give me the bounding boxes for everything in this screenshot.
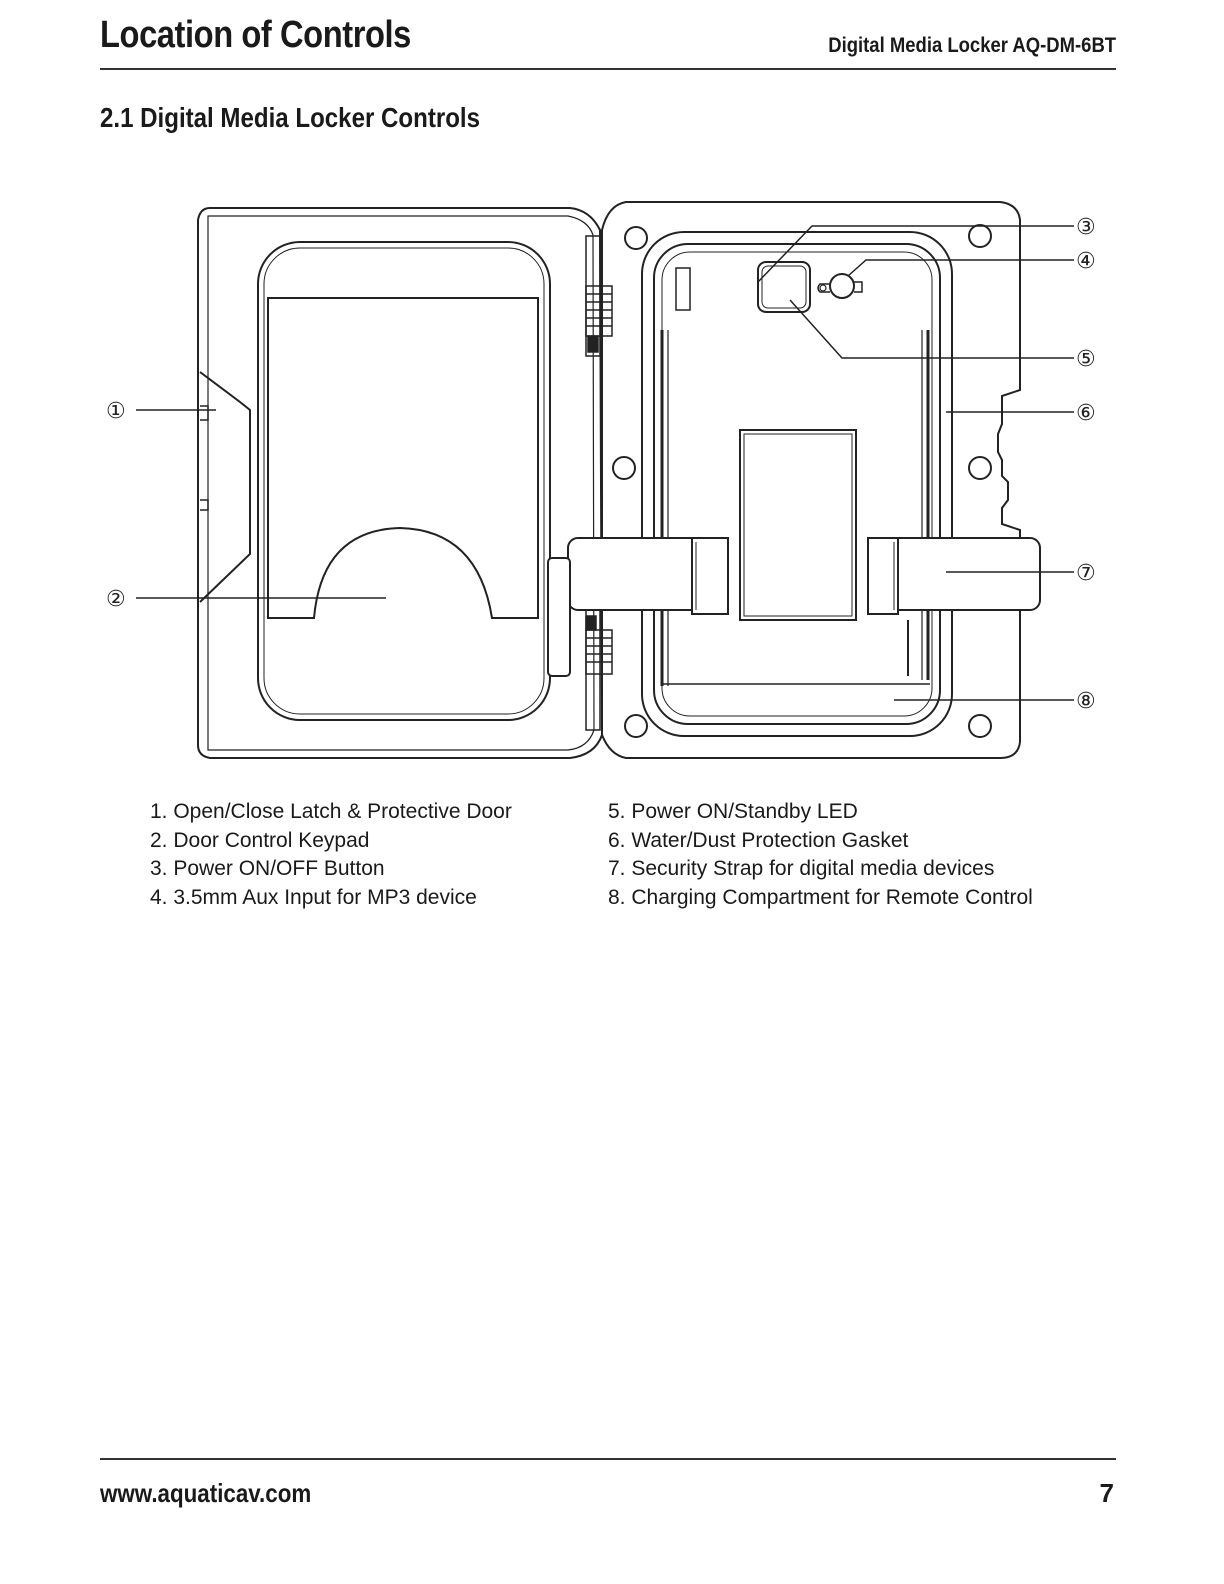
callout-4: ④ bbox=[1076, 249, 1096, 274]
latch-wedge bbox=[199, 371, 251, 603]
door-outline bbox=[197, 207, 604, 759]
screw-hole bbox=[624, 226, 648, 250]
callout-6: ⑥ bbox=[1076, 401, 1096, 426]
callout-3: ③ bbox=[1076, 215, 1096, 240]
legend-item: 7. Security Strap for digital media devi… bbox=[608, 857, 995, 880]
charging-compartment bbox=[739, 429, 857, 621]
screw-hole bbox=[968, 224, 992, 248]
gasket-inner bbox=[653, 243, 941, 725]
locker-diagram: ① ② ③ ④ ⑤ ⑥ ⑦ ⑧ bbox=[106, 201, 1096, 759]
section-heading: 2.1 Digital Media Locker Controls bbox=[100, 102, 481, 133]
screw-hole bbox=[968, 714, 992, 738]
legend-item: 1. Open/Close Latch & Protective Door bbox=[150, 800, 512, 823]
power-button bbox=[757, 261, 811, 313]
legend-item: 2. Door Control Keypad bbox=[150, 828, 370, 852]
hinge-top bbox=[585, 285, 613, 353]
legend-left: 1. Open/Close Latch & Protective Door 2.… bbox=[150, 798, 512, 912]
callout-1: ① bbox=[106, 399, 126, 424]
legend-item: 3. Power ON/OFF Button bbox=[150, 857, 385, 880]
callout-7: ⑦ bbox=[1076, 561, 1096, 586]
keypad-plate bbox=[267, 297, 539, 619]
screw-hole bbox=[624, 714, 648, 738]
footer-url[interactable]: www.aquaticav.com bbox=[100, 1478, 312, 1508]
body-outline bbox=[601, 201, 1021, 759]
legend-item: 5. Power ON/Standby LED bbox=[608, 800, 858, 823]
header-rule bbox=[100, 68, 1116, 70]
footer-rule bbox=[100, 1458, 1116, 1460]
door-panel bbox=[257, 241, 551, 721]
document-title: Digital Media Locker AQ-DM-6BT bbox=[828, 34, 1116, 57]
callout-5: ⑤ bbox=[1076, 347, 1096, 372]
hinge-bottom bbox=[585, 615, 613, 675]
callout-2: ② bbox=[106, 587, 126, 612]
aux-input bbox=[829, 273, 855, 299]
page-number: 7 bbox=[1099, 1478, 1114, 1508]
page-title: Location of Controls bbox=[100, 14, 411, 56]
door-inner-outline bbox=[207, 215, 595, 751]
gasket-outer bbox=[641, 231, 953, 737]
legend-item: 4. 3.5mm Aux Input for MP3 device bbox=[150, 885, 477, 909]
legend-item: 8. Charging Compartment for Remote Contr… bbox=[608, 885, 1033, 909]
legend-item: 6. Water/Dust Protection Gasket bbox=[608, 828, 909, 852]
screw-hole bbox=[968, 456, 992, 480]
legend-right: 5. Power ON/Standby LED 6. Water/Dust Pr… bbox=[608, 798, 1033, 912]
callout-leaders bbox=[136, 225, 1074, 701]
screw-hole bbox=[612, 456, 636, 480]
callout-8: ⑧ bbox=[1076, 689, 1096, 714]
